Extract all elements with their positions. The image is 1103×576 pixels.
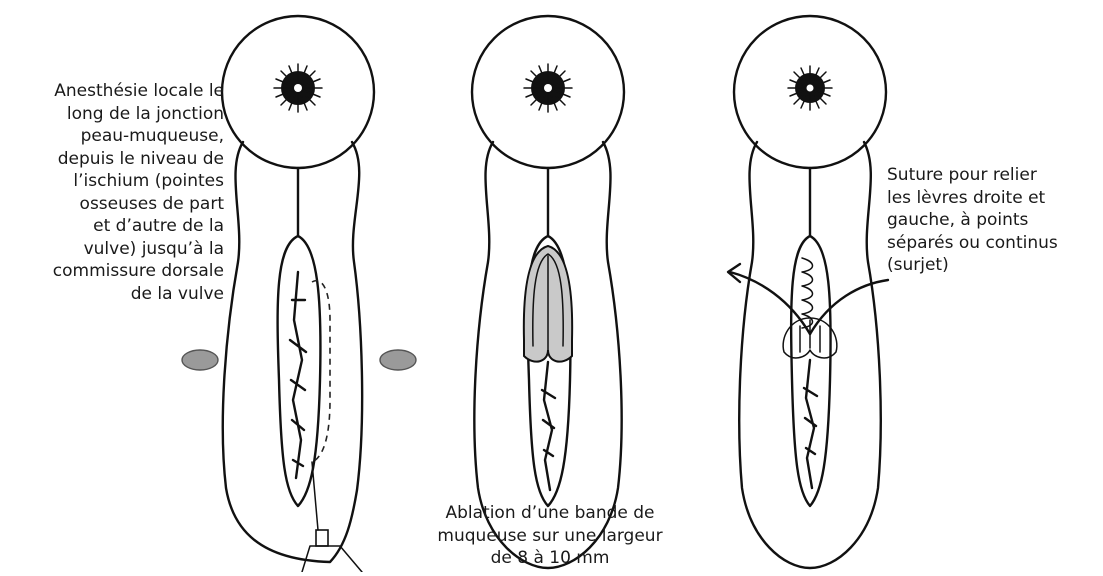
anus-sphincter-icon (524, 64, 572, 112)
mucosa-band-icon (524, 246, 572, 362)
vulva-cleft (542, 362, 555, 490)
needle-line (312, 462, 318, 530)
caption-ablation: Ablation d’une bande de muqueuse sur une… (437, 502, 662, 570)
suture-thread-left (730, 272, 810, 334)
ischium-left-icon (182, 350, 218, 370)
ischium-right-icon (380, 350, 416, 370)
syringe-icon (302, 530, 362, 572)
vulva-cleft (290, 272, 306, 478)
vulva-cleft (804, 360, 817, 488)
anus-sphincter-icon (788, 66, 832, 110)
panel-ablation (380, 16, 624, 568)
caption-anesthesia: Anesthésie locale le long de la jonction… (53, 80, 224, 305)
anus-sphincter-icon (274, 64, 322, 112)
panel-suture (728, 16, 888, 568)
caption-suture: Suture pour relier les lèvres droite et … (887, 164, 1058, 277)
